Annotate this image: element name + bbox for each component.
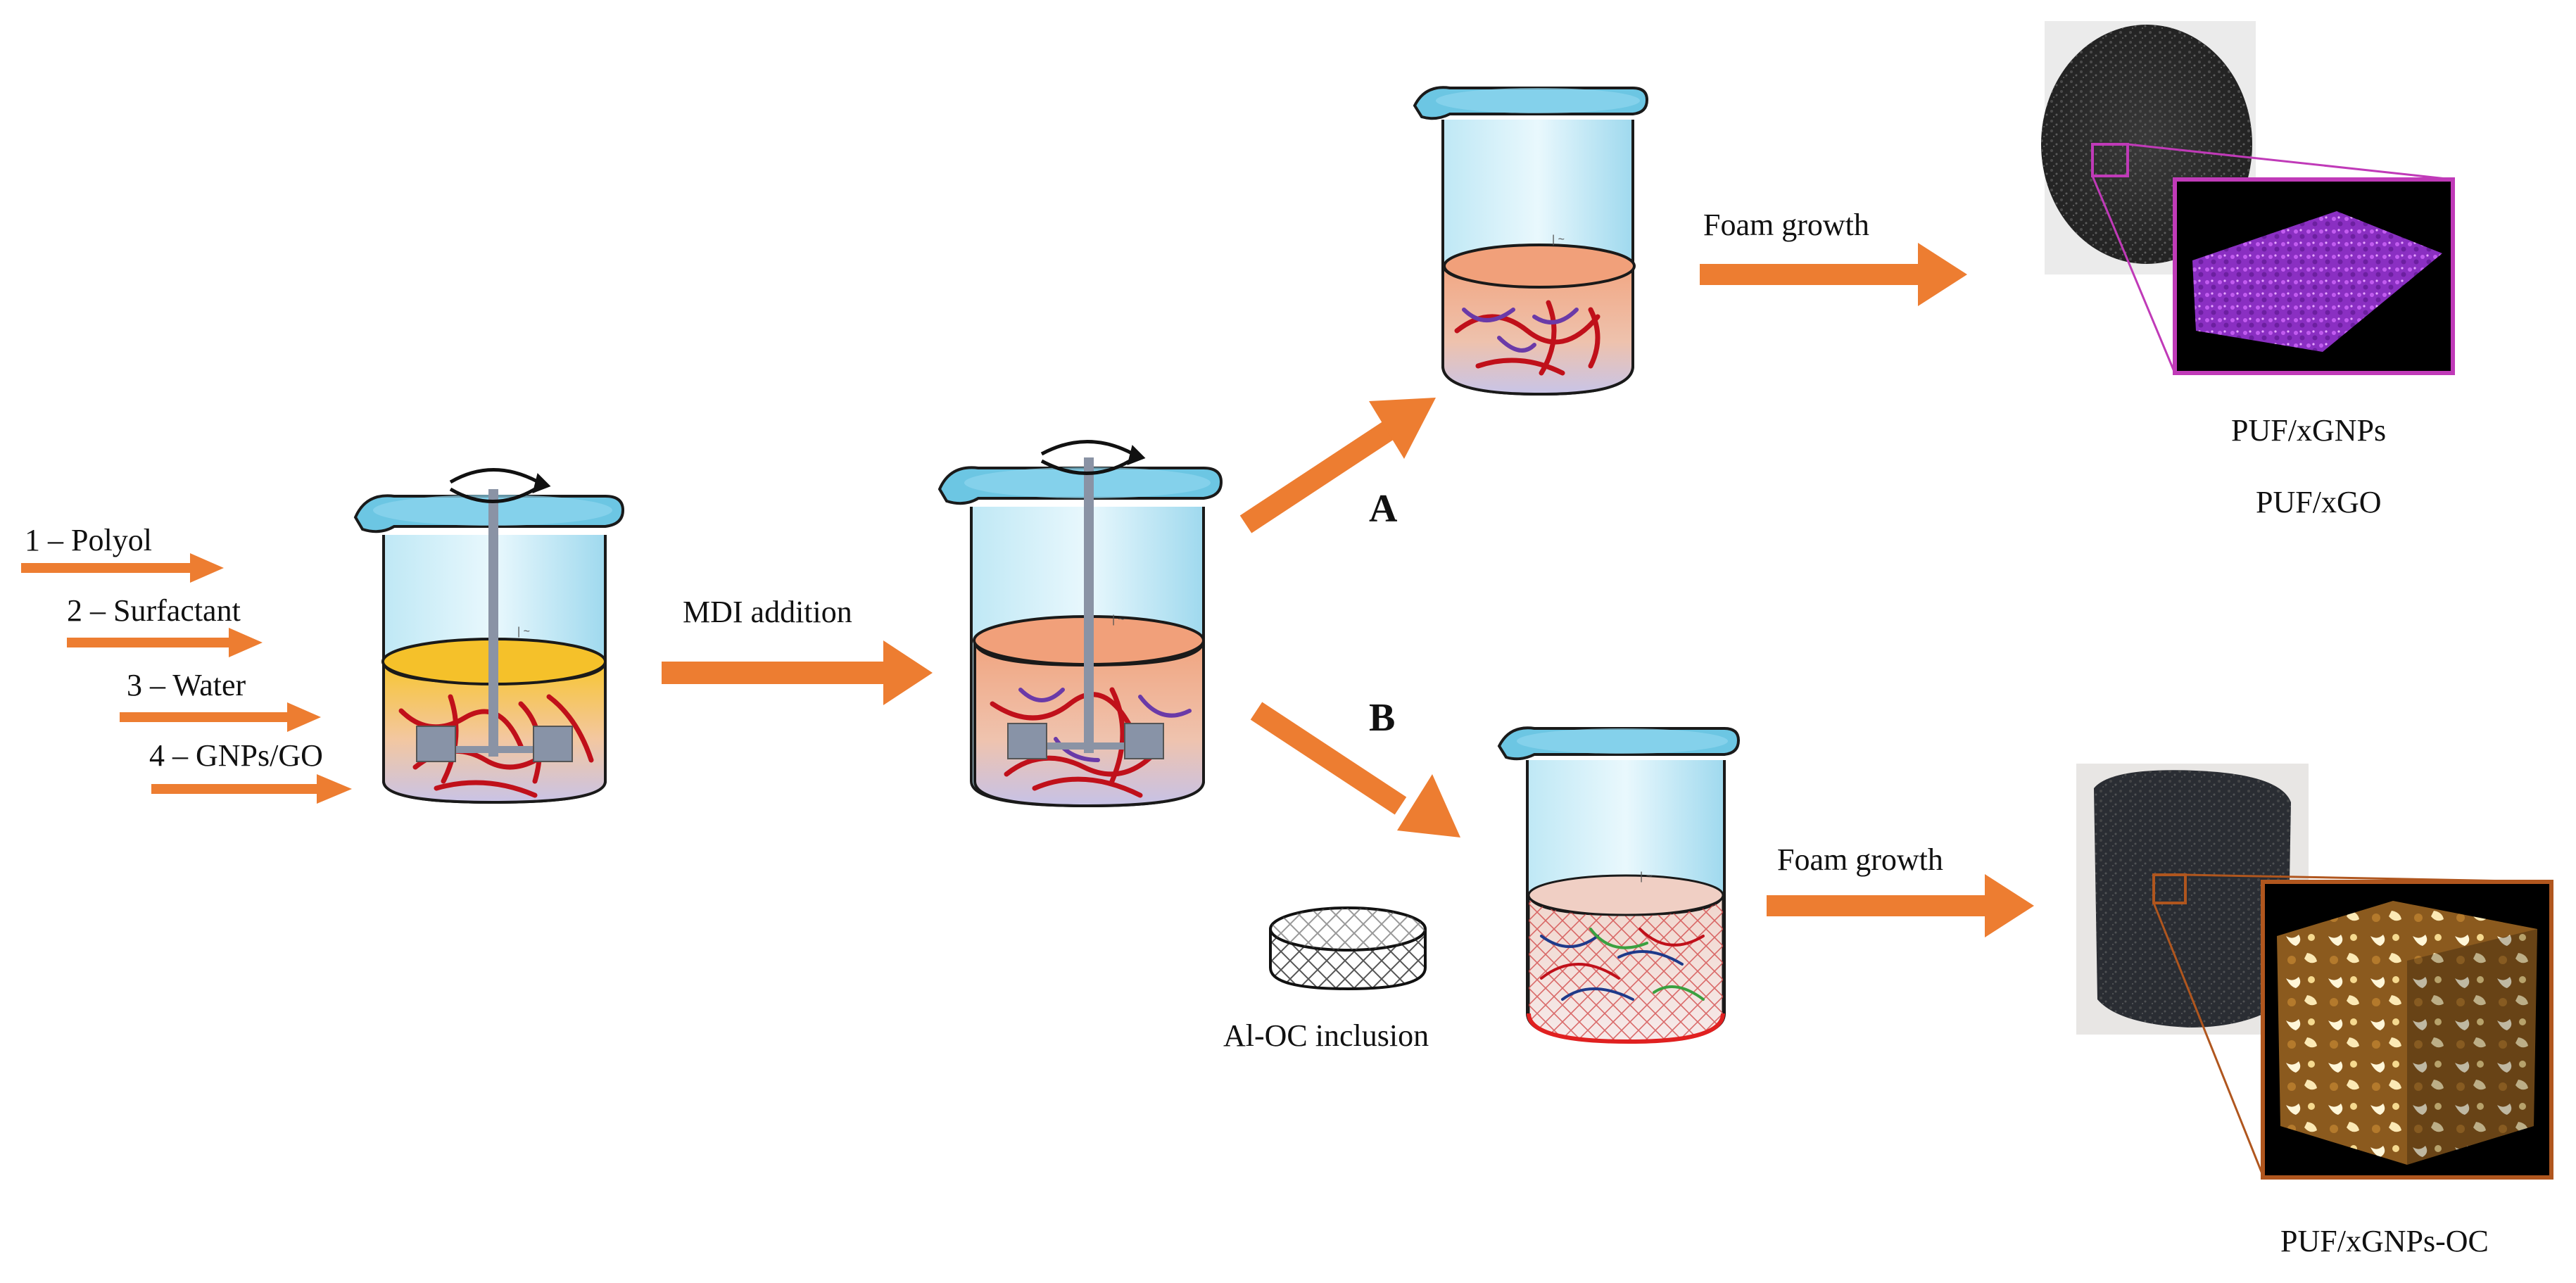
step-label-al-oc-inclusion: Al-OC inclusion xyxy=(1223,1018,1429,1053)
beaker-route-a: | ~ xyxy=(1413,86,1649,396)
rotation-arrow-icon xyxy=(1040,440,1146,475)
svg-text:| ~: | ~ xyxy=(1112,614,1125,626)
route-label-a: A xyxy=(1369,487,1398,531)
product-label-puf-xgnps: PUF/xGNPs xyxy=(2231,413,2387,448)
step-label-foam-growth-b: Foam growth xyxy=(1777,842,1943,877)
stirrer-icon xyxy=(1007,457,1164,759)
input-arrow-water xyxy=(120,702,321,732)
svg-text:| ~: | ~ xyxy=(517,626,530,638)
svg-text:| ~: | ~ xyxy=(1552,234,1565,246)
step-label-mdi-addition: MDI addition xyxy=(683,595,852,629)
arrow-mdi-addition xyxy=(662,640,933,705)
foam-photo-a xyxy=(2041,21,2455,375)
arrow-foam-growth-b xyxy=(1767,874,2034,937)
ceramic-ring-icon xyxy=(1269,906,1427,991)
input-arrow-gnps xyxy=(151,774,352,804)
input-arrow-surfactant xyxy=(67,628,263,657)
beaker-initial-mix: | ~ xyxy=(353,468,625,804)
arrow-route-a xyxy=(1239,398,1436,533)
input-label-surfactant: 2 – Surfactant xyxy=(67,593,241,628)
rotation-arrow-icon xyxy=(449,468,551,503)
beaker-mdi-mix: | ~ xyxy=(937,440,1223,808)
input-label-water: 3 – Water xyxy=(127,668,246,702)
foam-photo-b xyxy=(2076,764,2553,1180)
beaker-route-b: | ~ xyxy=(1497,726,1741,1044)
input-arrows xyxy=(21,553,352,804)
step-label-foam-growth-a: Foam growth xyxy=(1703,208,1869,242)
input-label-polyol: 1 – Polyol xyxy=(25,523,152,557)
arrow-route-b xyxy=(1250,702,1460,838)
svg-text:| ~: | ~ xyxy=(1640,871,1653,883)
input-label-gnps: 4 – GNPs/GO xyxy=(149,738,323,773)
input-arrow-polyol xyxy=(21,553,224,583)
route-label-b: B xyxy=(1369,696,1396,740)
stirrer-icon xyxy=(416,489,573,762)
arrow-foam-growth-a xyxy=(1700,243,1967,306)
product-label-puf-xgnps-oc: PUF/xGNPs-OC xyxy=(2280,1224,2489,1258)
product-label-puf-xgo: PUF/xGO xyxy=(2256,485,2382,519)
